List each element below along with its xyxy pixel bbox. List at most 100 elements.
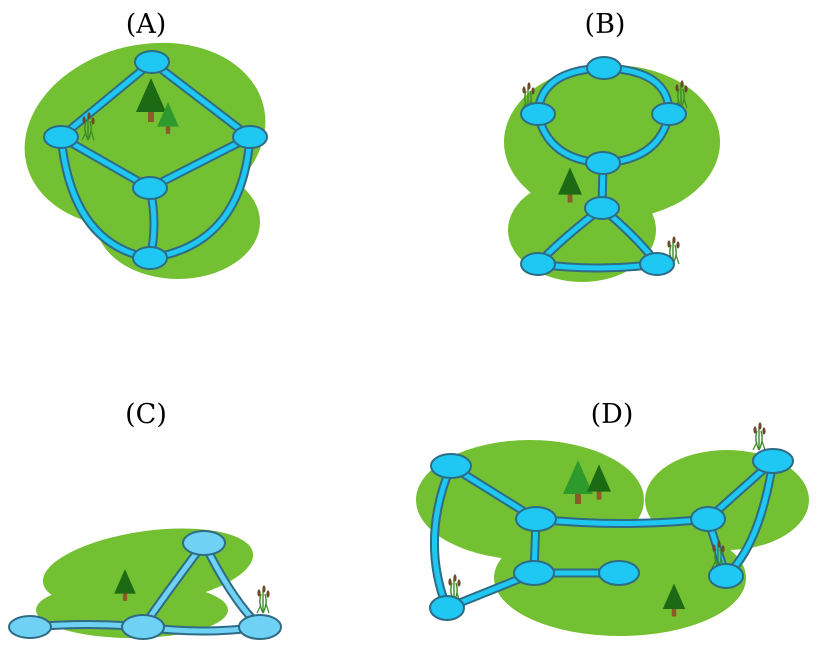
reed-head: [257, 589, 261, 597]
reed-head: [82, 116, 86, 124]
reed-stem: [262, 593, 267, 614]
tree-trunk: [567, 191, 573, 203]
pond-node: [238, 614, 282, 640]
reed-head: [762, 427, 766, 435]
channel-water: [149, 59, 253, 140]
panel-d-nodes: [429, 448, 794, 621]
tree-trunk: [575, 490, 581, 504]
tree-trunk: [671, 606, 677, 617]
pond-node: [513, 560, 555, 586]
channel-water: [58, 59, 155, 140]
panel-d-label: (D): [591, 399, 634, 430]
panel-b-label: (B): [585, 9, 626, 40]
panel-b-nodes: [520, 56, 687, 276]
reed-head: [457, 579, 461, 587]
pond-node: [690, 506, 726, 532]
panel-a-tree-small: [157, 102, 179, 134]
pond-node: [515, 506, 557, 532]
reed-head: [527, 82, 531, 90]
panel-b: (B): [504, 9, 720, 282]
pond-node: [585, 151, 621, 175]
reed-stem: [259, 593, 264, 614]
reed-head: [721, 545, 725, 553]
tree-trunk: [122, 590, 128, 601]
channel-water: [147, 134, 253, 261]
tree-crown: [587, 464, 611, 492]
channel-water: [431, 463, 454, 611]
reed-leaf: [256, 603, 270, 614]
reed-stem: [758, 430, 763, 451]
pond-node: [586, 56, 622, 80]
panel-c: (C): [8, 399, 282, 640]
panel-a-nodes: [43, 50, 268, 270]
reed-head: [753, 426, 757, 434]
pond-node: [584, 196, 620, 220]
reed-head: [91, 117, 95, 125]
reed-leaf: [81, 130, 95, 141]
channel-water: [147, 134, 253, 191]
tree-crown: [136, 78, 166, 112]
pond-node: [520, 102, 556, 126]
pond-node: [8, 615, 52, 639]
tree-trunk: [165, 123, 171, 134]
reed-head: [712, 544, 716, 552]
pond-node: [134, 50, 170, 74]
pond-node: [752, 448, 794, 474]
panel-d-tree-small: [587, 464, 611, 500]
channel-water: [58, 134, 153, 191]
reed-head: [448, 578, 452, 586]
reed-head: [667, 240, 671, 248]
pond-node: [430, 453, 472, 479]
tree-trunk: [148, 108, 154, 122]
panel-a: (A): [24, 9, 268, 279]
panel-d: (D): [416, 399, 809, 636]
panel-b-reed: [666, 236, 680, 265]
tree-crown: [114, 569, 136, 594]
panel-c-nodes: [8, 530, 282, 640]
panel-c-tree: [114, 569, 136, 601]
panel-a-label: (A): [126, 9, 167, 40]
panel-a-channels: [56, 57, 255, 263]
panel-d-tree-lower: [662, 583, 686, 617]
panel-b-island: [504, 65, 720, 282]
reed-head: [453, 574, 457, 582]
reed-head: [675, 84, 679, 92]
pond-node: [43, 125, 79, 149]
reed-stem: [87, 120, 92, 141]
reed-head: [758, 422, 762, 430]
panel-b-tree: [558, 167, 582, 203]
panel-c-reed: [256, 585, 270, 614]
pond-node: [429, 595, 465, 621]
reed-head: [531, 87, 535, 95]
pond-node: [232, 125, 268, 149]
panel-d-reed: [752, 422, 766, 451]
reed-head: [87, 112, 91, 120]
panel-a-reed: [81, 112, 95, 141]
reed-head: [717, 540, 721, 548]
pond-node: [520, 252, 556, 276]
reed-head: [522, 86, 526, 94]
panel-a-tree-large: [136, 78, 166, 122]
pond-node: [708, 563, 744, 589]
reed-head: [672, 236, 676, 244]
reed-head: [266, 590, 270, 598]
tree-crown: [662, 583, 686, 609]
pond-node: [639, 252, 675, 276]
reed-stem: [84, 120, 89, 141]
pond-node: [132, 246, 168, 270]
pond-node: [598, 560, 640, 586]
island-shape: [96, 165, 260, 279]
reed-head: [680, 80, 684, 88]
tree-crown: [558, 167, 582, 195]
tree-trunk: [596, 488, 602, 500]
panel-d-tree-large: [563, 460, 593, 504]
panel-c-label: (C): [125, 399, 167, 430]
pond-node: [651, 102, 687, 126]
reed-head: [684, 85, 688, 93]
reed-head: [262, 585, 266, 593]
pond-node: [132, 176, 168, 200]
channel-water: [58, 134, 153, 261]
pond-node: [121, 614, 165, 640]
reed-head: [676, 241, 680, 249]
